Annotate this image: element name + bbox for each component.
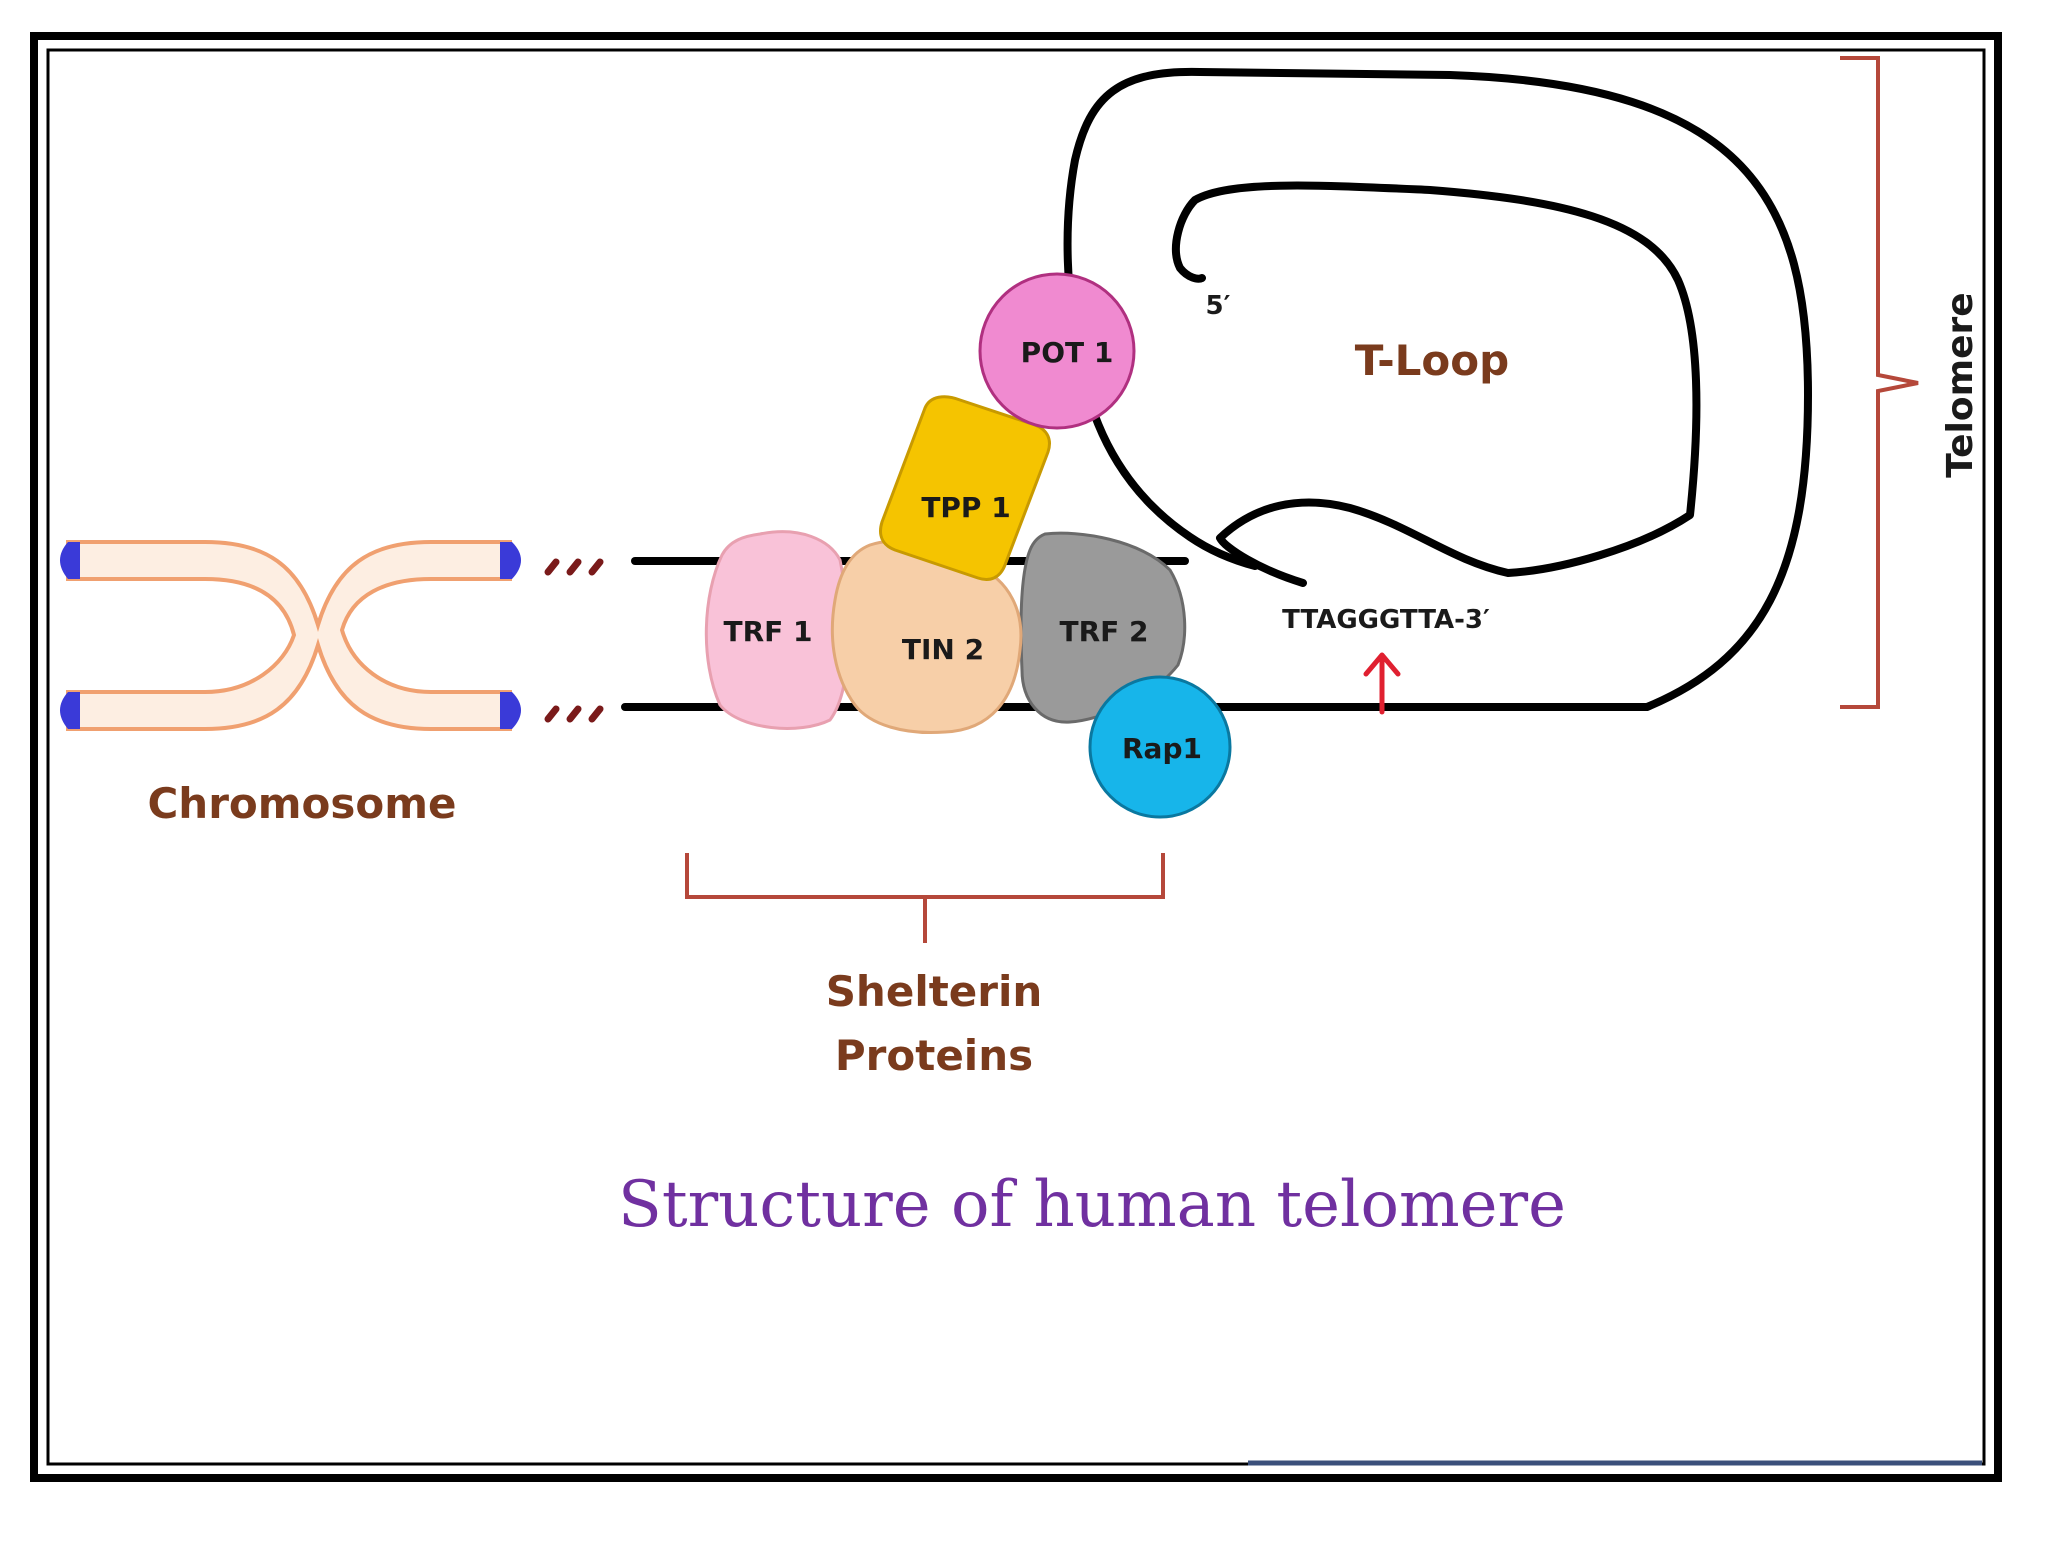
rap1-label: Rap1 xyxy=(1122,732,1202,765)
trf2-protein xyxy=(1019,531,1187,724)
chromosome-tip-top-left xyxy=(60,542,80,579)
overhang-sequence-label: TTAGGGTTA-3′ xyxy=(1282,605,1490,635)
outer-frame xyxy=(30,32,2002,1482)
t-loop-inner-strand xyxy=(1172,181,1701,587)
shelterin-complex: POT 1 TPP 1 TRF 1 TIN 2 TRF 2 Rap1 xyxy=(704,272,1232,819)
rap1-protein xyxy=(1088,675,1232,819)
five-prime-label: 5′ xyxy=(1206,291,1231,321)
trf2-label: TRF 2 xyxy=(1059,615,1148,648)
chromosome xyxy=(60,540,604,731)
continuation-dashes xyxy=(544,558,604,723)
chromosome-tip-bottom-right xyxy=(500,692,521,729)
trf1-label: TRF 1 xyxy=(723,615,812,648)
tpp1-protein xyxy=(879,395,1051,581)
pot1-protein xyxy=(978,272,1136,430)
red-arrow-icon xyxy=(1363,652,1401,715)
diagram-caption: Structure of human telomere xyxy=(618,1168,1566,1242)
trf1-protein xyxy=(704,530,850,730)
chromosome-body xyxy=(66,540,512,731)
pot1-label: POT 1 xyxy=(1021,336,1114,369)
tpp1-label: TPP 1 xyxy=(921,491,1010,524)
inner-frame xyxy=(46,48,1986,1466)
tin2-label: TIN 2 xyxy=(902,633,984,666)
shelterin-label-line1: Shelterin xyxy=(826,967,1043,1016)
chromosome-tip-bottom-left xyxy=(60,692,80,729)
shelterin-bracket xyxy=(685,853,1165,943)
telomere-label: Telomere xyxy=(1940,292,1981,477)
telomere-bracket xyxy=(1840,56,1919,709)
shelterin-label-line2: Proteins xyxy=(835,1031,1033,1080)
t-loop-label: T-Loop xyxy=(1355,336,1509,385)
chromosome-tip-top-right xyxy=(500,542,521,579)
chromosome-label: Chromosome xyxy=(147,779,456,828)
t-loop-outer-strand xyxy=(621,67,1812,711)
